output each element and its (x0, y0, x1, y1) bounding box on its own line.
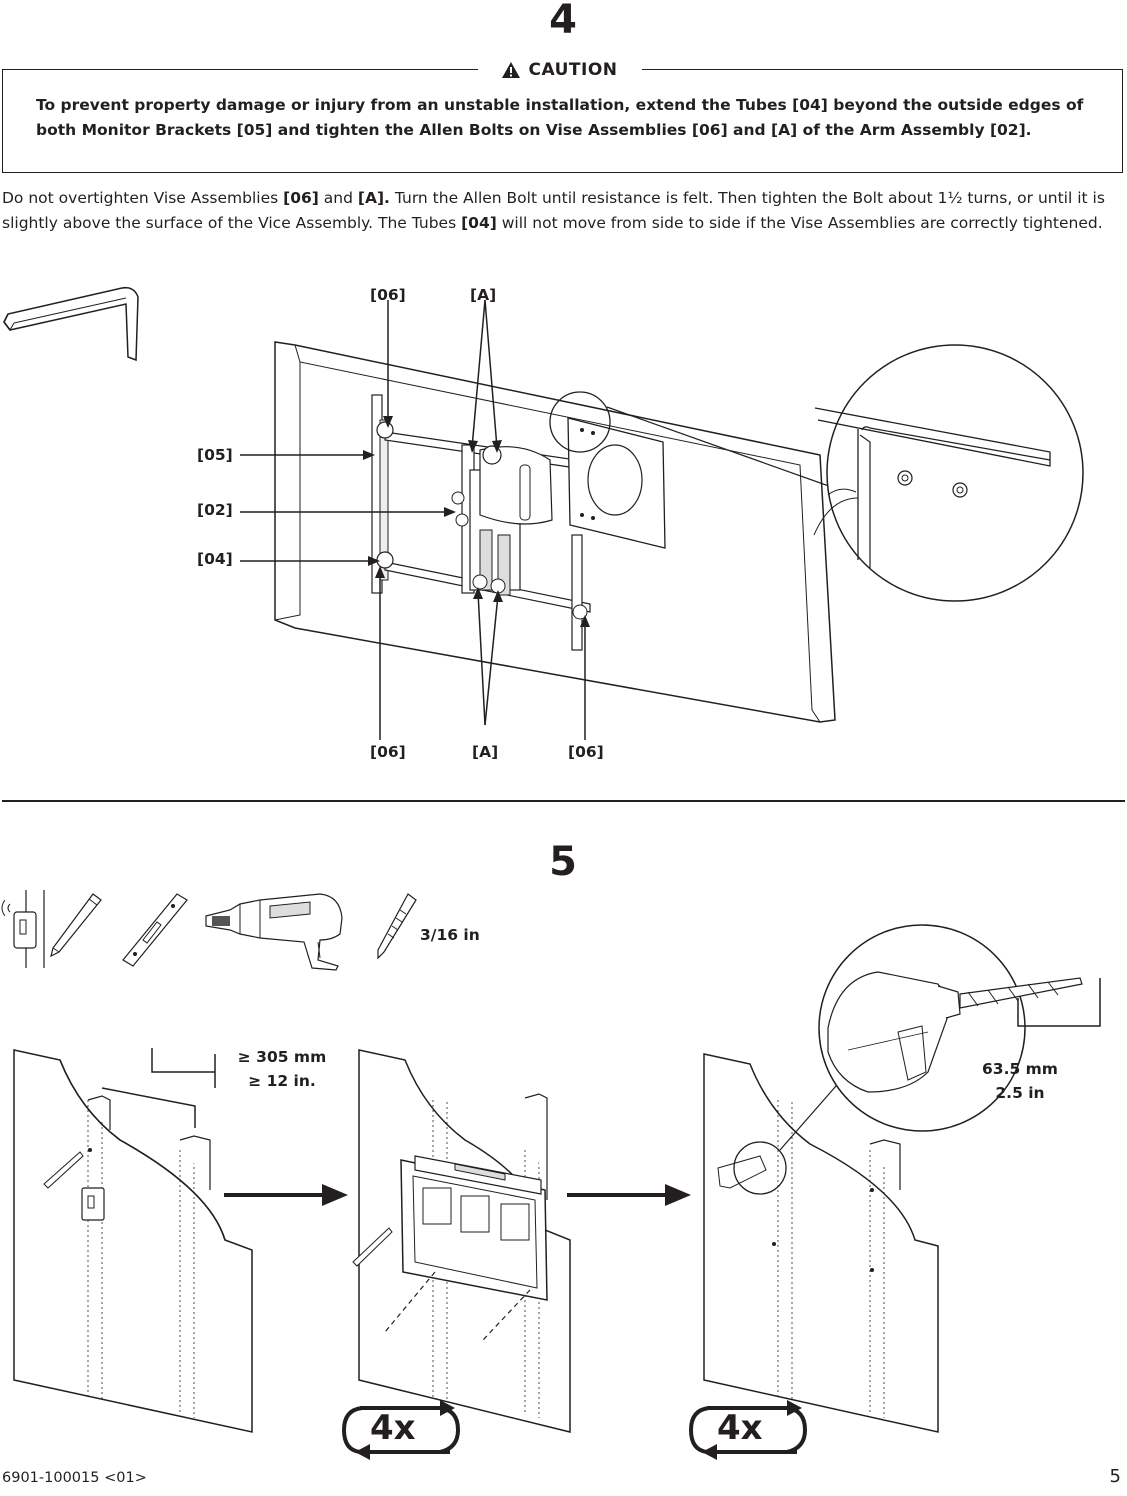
callout-top-A: [A] (470, 286, 497, 304)
callout-bottom-A: [A] (472, 743, 499, 761)
instruction-ref: [A]. (357, 189, 390, 207)
wall-stud-diagram-2 (352, 1049, 571, 1433)
stud-spacing-in: ≥ 12 in. (248, 1072, 316, 1090)
instruction-text: Do not overtighten Vise Assemblies (2, 189, 284, 207)
stud-finder-icon (1, 890, 45, 968)
level-icon (122, 893, 188, 967)
repeat-arrows-icon (688, 1400, 808, 1460)
drill-depth-zoom (818, 924, 1101, 1132)
step-4-instruction: Do not overtighten Vise Assemblies [06] … (2, 186, 1126, 236)
callout-04: [04] (197, 550, 233, 568)
allen-wrench-icon (3, 286, 139, 362)
wall-stud-diagram-3 (703, 1053, 939, 1433)
drill-bit-icon (377, 893, 417, 960)
instruction-ref: [06] (283, 189, 319, 207)
warning-triangle-icon (502, 62, 521, 78)
repeat-count-2: 4x (717, 1408, 763, 1448)
arrow-1 (224, 1184, 348, 1206)
power-drill-icon (205, 893, 343, 971)
drill-depth-mm: 63.5 mm (982, 1060, 1058, 1078)
callout-bottom-06-left: [06] (370, 743, 406, 761)
instruction-text: Turn the Allen Bolt until resistance is … (2, 189, 1105, 232)
callout-02: [02] (197, 501, 233, 519)
caution-label: CAUTION (528, 60, 618, 80)
instruction-text: will not move from side to side if the V… (496, 214, 1103, 232)
instruction-ref: [04] (461, 214, 497, 232)
drill-depth-in: 2.5 in (995, 1084, 1045, 1102)
drill-bit-size: 3/16 in (420, 926, 480, 944)
document-id: 6901-100015 <01> (2, 1470, 147, 1486)
instruction-text: and (318, 189, 358, 207)
stud-spacing-mm: ≥ 305 mm (237, 1048, 327, 1066)
pencil-icon (50, 893, 102, 958)
monitor-mount-diagram (240, 299, 1084, 740)
step-4-number: 4 (549, 0, 577, 43)
caution-text: To prevent property damage or injury fro… (36, 96, 1084, 139)
callout-top-06: [06] (370, 286, 406, 304)
section-divider (2, 800, 1125, 802)
repeat-arrows-icon (341, 1400, 461, 1460)
wall-stud-diagram-1 (13, 1048, 253, 1433)
callout-bottom-06-right: [06] (568, 743, 604, 761)
repeat-count-1: 4x (370, 1408, 416, 1448)
arrow-2 (567, 1184, 691, 1206)
page-number: 5 (1109, 1466, 1121, 1487)
caution-header: CAUTION (478, 56, 642, 84)
callout-05: [05] (197, 446, 233, 464)
step-5-number: 5 (549, 839, 577, 885)
